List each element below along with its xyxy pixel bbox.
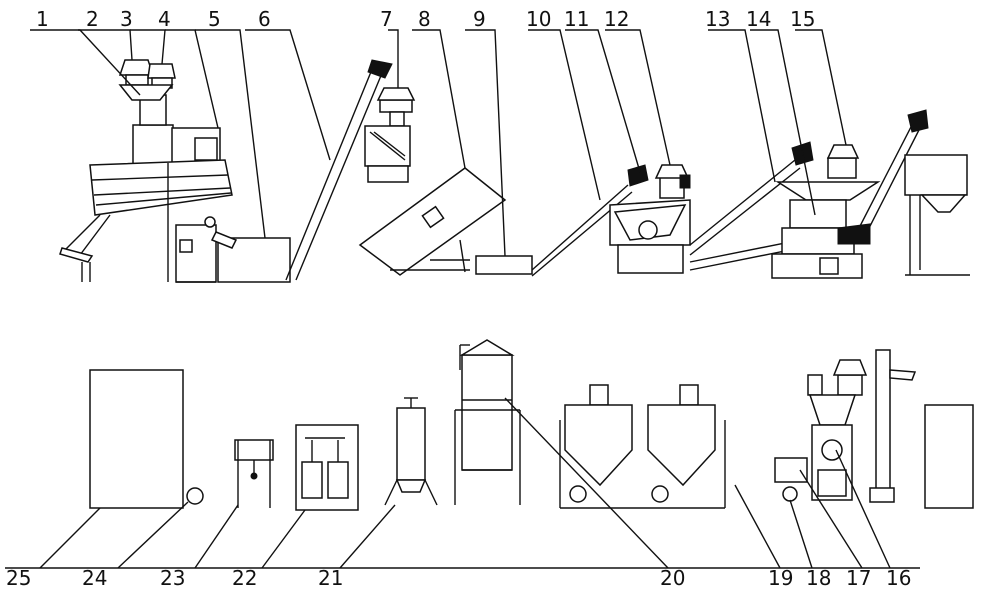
- sealing-machine-23: [234, 439, 274, 508]
- storage-bin-top-right: [904, 154, 970, 276]
- filter-column-21: [384, 397, 438, 506]
- label-5: 5: [208, 7, 221, 31]
- filling-machine-22: [295, 424, 359, 511]
- labels-top: 1 2 3 4 5 6 7 8 9 10 11 12 13 14 15: [36, 7, 815, 31]
- dryer-unit-7: [364, 87, 416, 183]
- label-6: 6: [258, 7, 271, 31]
- label-11: 11: [564, 7, 589, 31]
- vibrating-screen-assembly: [59, 59, 233, 283]
- label-17: 17: [846, 566, 871, 590]
- label-16: 16: [886, 566, 911, 590]
- label-7: 7: [380, 7, 393, 31]
- label-22: 22: [232, 566, 257, 590]
- label-9: 9: [473, 7, 486, 31]
- label-3: 3: [120, 7, 133, 31]
- label-24: 24: [82, 566, 107, 590]
- fermentation-tank-20: [454, 339, 521, 505]
- leader-lines: [5, 29, 920, 569]
- label-25: 25: [6, 566, 31, 590]
- label-10: 10: [526, 7, 551, 31]
- label-12: 12: [604, 7, 629, 31]
- label-4: 4: [158, 7, 171, 31]
- grinder-unit-11-12: [609, 164, 691, 274]
- press-unit-14-15: [771, 109, 929, 279]
- tank-bottom-right: [924, 404, 974, 509]
- label-1: 1: [36, 7, 49, 31]
- label-18: 18: [806, 566, 831, 590]
- label-14: 14: [746, 7, 771, 31]
- extraction-unit-16-18: [774, 349, 917, 503]
- cold-storage-25: [89, 369, 204, 509]
- inclined-table-8: [358, 167, 507, 276]
- label-23: 23: [160, 566, 185, 590]
- label-21: 21: [318, 566, 343, 590]
- label-8: 8: [418, 7, 431, 31]
- labels-bottom: 25 24 23 22 21 20 19 18 17 16: [6, 566, 911, 590]
- label-15: 15: [790, 7, 815, 31]
- hopper-and-elevator-5-6: [210, 59, 393, 283]
- mixing-tanks-19: [559, 384, 726, 509]
- label-19: 19: [768, 566, 793, 590]
- trough-and-elevator-9-10: [475, 164, 649, 277]
- label-2: 2: [86, 7, 99, 31]
- label-20: 20: [660, 566, 685, 590]
- label-13: 13: [705, 7, 730, 31]
